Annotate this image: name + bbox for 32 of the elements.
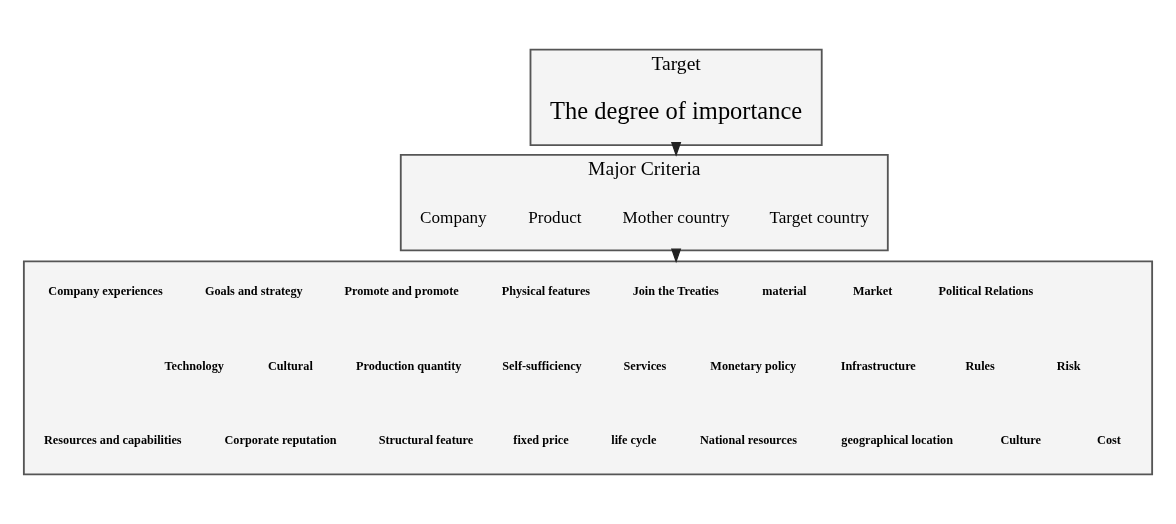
node-text: Cost (1097, 433, 1121, 448)
node-text: Company experiences (48, 284, 163, 299)
node-text: Physical features (501, 284, 591, 299)
node-text: fixed price (513, 433, 569, 448)
node-text: Structural feature (378, 433, 474, 448)
node-text: Rules (965, 358, 995, 373)
node-text: Target country (769, 208, 870, 228)
node-text: National resources (699, 433, 797, 448)
node-text: geographical location (841, 433, 953, 448)
node-text: Market (852, 284, 893, 299)
node-text: Promote and promote (344, 284, 459, 299)
node-text: Monetary policy (710, 358, 797, 373)
node-text: Technology (164, 358, 224, 373)
node-text: Risk (1056, 358, 1081, 373)
node-text: Culture (1000, 433, 1041, 448)
cluster (22, 260, 1154, 476)
node-text: Production quantity (356, 358, 462, 373)
node-text: Political Relations (938, 284, 1034, 299)
node-text: Product (528, 208, 582, 228)
node-text: Join the Treaties (632, 284, 719, 299)
node-text: Mother country (622, 208, 730, 228)
node-text: Infrastructure (840, 358, 916, 373)
node-text: Corporate reputation (224, 433, 337, 448)
node-text: Services (623, 358, 667, 373)
node-text: Self-sufficiency (502, 358, 582, 373)
node-text: Cultural (268, 358, 313, 373)
node-text: Goals and strategy (204, 284, 303, 299)
node-text: The degree of importance (550, 97, 803, 125)
node-text: life cycle (611, 433, 657, 448)
node-text: material (762, 284, 807, 299)
node-text: Company (420, 208, 487, 228)
node-text: Resources and capabilities (44, 433, 182, 448)
